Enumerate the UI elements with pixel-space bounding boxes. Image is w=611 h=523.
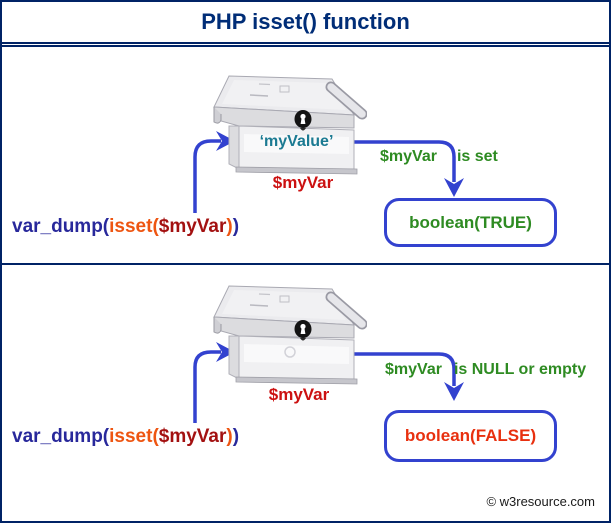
panel-isset-true: ‘myValue’ $myVar var_dump(isset($myVar))… xyxy=(2,47,609,263)
condition-label: $myVar is NULL or empty xyxy=(385,361,586,379)
code-close-paren: ) xyxy=(226,426,233,447)
panel-isset-false: $myVar var_dump(isset($myVar)) $myVar is… xyxy=(2,265,609,521)
lock-icon xyxy=(294,110,312,131)
page-title: PHP isset() function xyxy=(201,9,410,34)
variable-name-label: $myVar xyxy=(272,173,334,192)
storage-box-illustration-empty xyxy=(213,285,367,385)
condition-state: is NULL or empty xyxy=(453,361,587,378)
condition-state: is set xyxy=(456,148,498,165)
code-function: var_dump( xyxy=(12,426,110,447)
arrowhead-down-icon xyxy=(444,178,464,197)
result-box-true: boolean(TRUE) xyxy=(384,198,557,247)
code-snippet: var_dump(isset($myVar)) xyxy=(12,216,239,238)
code-isset: isset( xyxy=(109,216,159,237)
arrowhead-down-icon xyxy=(444,382,464,401)
code-function: var_dump( xyxy=(12,216,110,237)
condition-subject: $myVar xyxy=(380,148,437,165)
panel-divider xyxy=(2,263,609,265)
condition-subject: $myVar xyxy=(385,361,442,378)
code-close-paren: ) xyxy=(232,426,240,447)
result-box-false: boolean(FALSE) xyxy=(384,410,557,462)
condition-label: $myVar is set xyxy=(380,148,498,166)
copyright-text: © w3resource.com xyxy=(486,494,595,509)
code-argument: $myVar xyxy=(158,426,227,447)
storage-box-illustration xyxy=(213,75,367,175)
code-isset: isset( xyxy=(109,426,159,447)
title-bar: PHP isset() function xyxy=(2,2,609,44)
code-snippet: var_dump(isset($myVar)) xyxy=(12,426,239,448)
code-close-paren: ) xyxy=(226,216,233,237)
panels-container: ‘myValue’ $myVar var_dump(isset($myVar))… xyxy=(2,45,609,521)
box-stored-value: ‘myValue’ xyxy=(259,133,334,150)
code-close-paren: ) xyxy=(232,216,240,237)
lock-icon xyxy=(294,320,312,341)
variable-name-label: $myVar xyxy=(268,385,330,404)
code-argument: $myVar xyxy=(158,216,227,237)
